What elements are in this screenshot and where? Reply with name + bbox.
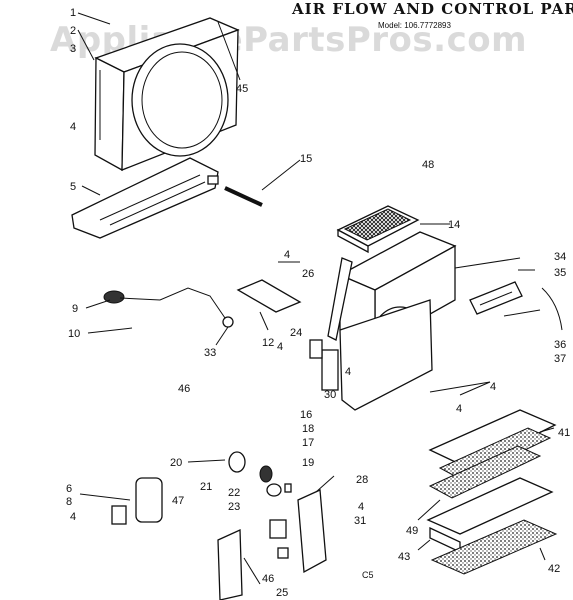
callout-46b: 46 [262,573,274,585]
callout-5: 5 [70,181,76,193]
callout-4: 4 [70,121,76,133]
lead-wire-part [541,287,563,331]
callout-19: 19 [302,457,314,469]
control-knob-parts [228,451,292,497]
callout-22: 22 [228,487,240,499]
callout-4e: 4 [345,366,351,378]
callout-49: 49 [406,525,418,537]
callout-12: 12 [262,337,274,349]
fan-shroud-part [94,17,240,172]
callout-8: 8 [66,496,72,508]
callout-4c: 4 [490,381,496,393]
callout-46: 46 [178,383,190,395]
callout-14: 14 [448,219,460,231]
callout-33: 33 [204,347,216,359]
callout-17: 17 [302,437,314,449]
bracket-part [321,349,339,391]
control-panel-part [217,489,327,600]
callout-37: 37 [554,353,566,365]
bracket-part [309,339,323,359]
callout-15: 15 [300,153,312,165]
callout-4b: 4 [284,249,290,261]
callout-30: 30 [324,389,336,401]
shaft-part [224,186,263,207]
control-housing-part [338,231,457,411]
callout-45: 45 [236,83,248,95]
callout-28: 28 [356,474,368,486]
callout-41: 41 [558,427,570,439]
callout-24: 24 [290,327,302,339]
callout-23: 23 [228,501,240,513]
callout-4f: 4 [456,403,462,415]
callout-26: 26 [302,268,314,280]
callout-31: 31 [354,515,366,527]
callout-4h: 4 [358,501,364,513]
callout-4g: 4 [70,511,76,523]
callout-34: 34 [554,251,566,263]
callout-10: 10 [68,328,80,340]
strap-part [327,257,353,341]
callout-3: 3 [70,43,76,55]
callout-43: 43 [398,551,410,563]
callout-6: 6 [66,483,72,495]
callout-20: 20 [170,457,182,469]
callout-42: 42 [548,563,560,575]
callout-36: 36 [554,339,566,351]
vent-grille-part [336,205,420,254]
callout-9: 9 [72,303,78,315]
diagram-title: AIR FLOW AND CONTROL PARTS [292,0,573,18]
callout-4d: 4 [277,341,283,353]
terminal-block-part [469,281,523,315]
callout-16: 16 [300,409,312,421]
damper-rod-part [103,287,234,328]
callout-48: 48 [422,159,434,171]
callout-2: 2 [70,25,76,37]
base-pan-part [71,157,219,239]
leader-lines [77,12,555,585]
callout-1: 1 [70,7,76,19]
damper-part [236,279,302,313]
callout-47: 47 [172,495,184,507]
callout-labels: 1 2 3 4 5 45 15 48 14 34 35 36 37 26 4 4… [66,7,570,599]
model-number: Model: 106.7772893 [378,21,451,30]
callout-21: 21 [200,481,212,493]
callout-18: 18 [302,423,314,435]
callout-25: 25 [276,587,288,599]
filter-assembly-part [426,409,558,575]
callout-35: 35 [554,267,566,279]
capacitor-part [111,477,163,525]
footer-code: C5 [362,570,374,580]
